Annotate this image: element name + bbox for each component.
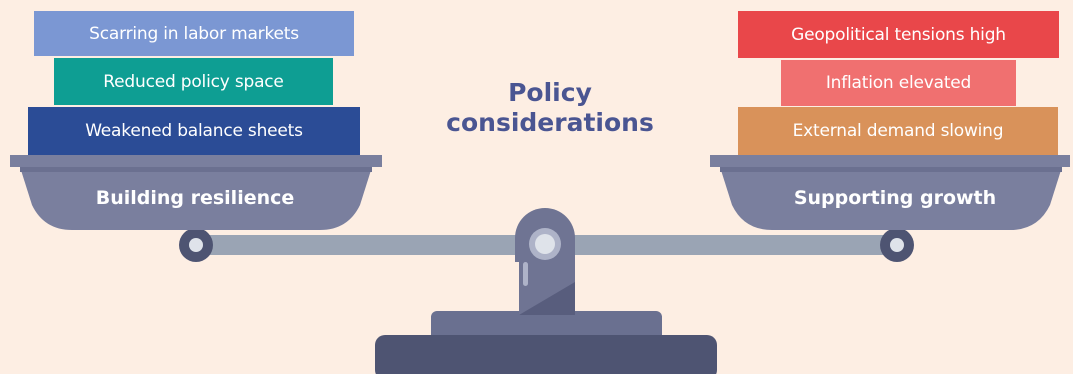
right-pan-bowl (720, 167, 1062, 230)
pivot-center (535, 234, 555, 254)
pillar-highlight (523, 262, 528, 286)
right-pan-rim-shadow (720, 167, 1062, 172)
left-stack-box-1: Scarring in labor markets (34, 11, 354, 56)
right-stack-box-1: Geopolitical tensions high (738, 11, 1059, 58)
right-pan-rim (710, 155, 1070, 167)
scale-base-top (431, 311, 662, 341)
right-beam-cap-dot (890, 238, 904, 252)
scale-base (375, 335, 717, 374)
left-pan-rim (10, 155, 382, 167)
left-pan-rim-shadow (20, 167, 372, 172)
left-stack-box-2: Reduced policy space (54, 58, 333, 105)
left-pan-label: Building resilience (95, 187, 295, 209)
right-stack-box-2: Inflation elevated (781, 60, 1016, 106)
title-line-2: considerations (446, 108, 654, 137)
diagram-title: Policy considerations (395, 78, 705, 138)
right-stack-box-3: External demand slowing (738, 107, 1058, 155)
title-line-1: Policy (508, 78, 592, 107)
scale-pillar-shade (519, 282, 575, 315)
left-stack-box-3: Weakened balance sheets (28, 107, 360, 155)
left-pan-bowl (20, 167, 372, 230)
left-beam-cap-dot (189, 238, 203, 252)
right-pan-label: Supporting growth (793, 187, 997, 209)
